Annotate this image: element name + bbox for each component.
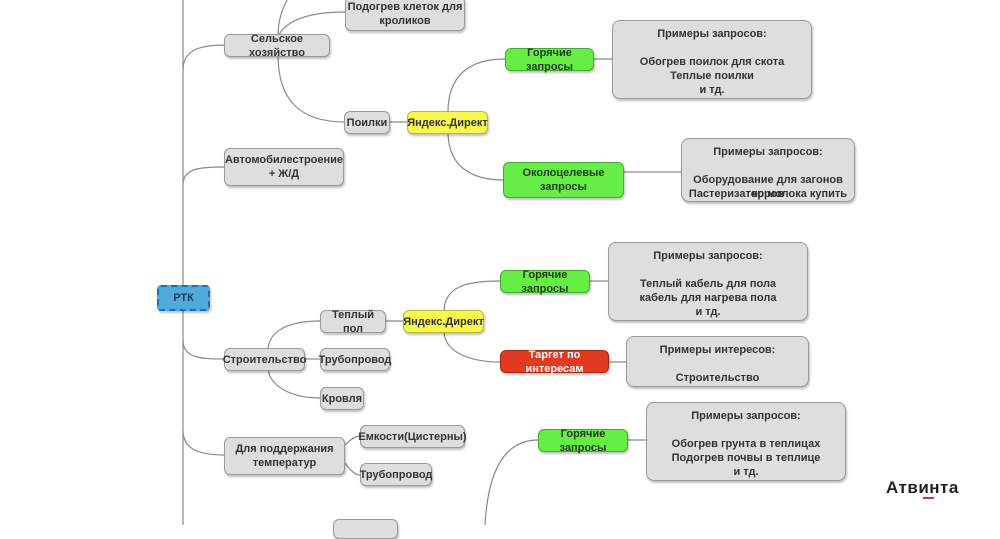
agriculture-node[interactable]: Сельское хозяйство bbox=[224, 32, 330, 59]
target-interests-node[interactable]: Таргет по интересам bbox=[500, 348, 609, 375]
auto-node[interactable]: Автомобилестроение + Ж/Д bbox=[224, 148, 344, 186]
yandex-direct-label-1: Яндекс.Директ bbox=[407, 116, 488, 129]
link-yandex-hot2 bbox=[443, 280, 501, 313]
drinkers-node[interactable]: Поилки bbox=[344, 111, 390, 134]
examples-box-3: Примеры запросов: Теплый кабель для пола… bbox=[608, 242, 808, 321]
target-interests-label: Таргет по интересам bbox=[525, 348, 584, 375]
hot-queries-node-2[interactable]: Горячие запросы bbox=[500, 268, 590, 295]
temperature-line2: температур bbox=[252, 457, 317, 469]
link-yandex-near bbox=[447, 131, 504, 181]
examples-2-item: Пастеризатор молока купить bbox=[688, 188, 848, 200]
link-auto bbox=[182, 166, 226, 186]
link-warm-floor bbox=[267, 320, 321, 352]
examples-4-title: Примеры интересов: bbox=[659, 344, 776, 356]
examples-1-item: Теплые поилки bbox=[670, 70, 754, 82]
partial-node-bottom[interactable] bbox=[333, 519, 398, 539]
link-roof bbox=[267, 366, 321, 399]
link-hot3 bbox=[484, 439, 539, 525]
examples-4-item: Строительство bbox=[675, 372, 760, 384]
link-drinkers bbox=[277, 54, 346, 123]
examples-box-5: Примеры запросов: Обогрев грунта в тепли… bbox=[646, 402, 846, 481]
link-pipeline2 bbox=[344, 462, 361, 476]
hot-queries-label-2: Горячие запросы bbox=[521, 268, 569, 295]
connector-lines bbox=[157, 0, 681, 525]
logo-accent-mark bbox=[923, 497, 934, 499]
link-agri-top bbox=[277, 0, 288, 38]
roof-label: Кровля bbox=[321, 392, 363, 405]
warm-floor-node[interactable]: Теплый пол bbox=[320, 308, 386, 335]
link-temperature bbox=[182, 429, 226, 456]
rabbit-heating-line2: кроликов bbox=[379, 14, 431, 27]
examples-3-item: Теплый кабель для пола bbox=[639, 278, 777, 290]
examples-5-title: Примеры запросов: bbox=[691, 410, 801, 422]
examples-5-item: Подогрев почвы в теплице bbox=[671, 452, 821, 464]
construction-label: Строительство bbox=[222, 353, 307, 366]
pipeline-label: Трубопровод bbox=[318, 353, 392, 366]
examples-1-title: Примеры запросов: bbox=[657, 28, 767, 40]
hot-queries-node-3[interactable]: Горячие запросы bbox=[538, 427, 628, 454]
hot-queries-label-3: Горячие запросы bbox=[559, 427, 607, 454]
roof-node[interactable]: Кровля bbox=[320, 387, 364, 410]
examples-5-item: Обогрев грунта в теплицах bbox=[671, 438, 821, 450]
yandex-direct-node-2[interactable]: Яндекс.Директ bbox=[403, 310, 484, 333]
drinkers-label: Поилки bbox=[346, 116, 388, 129]
auto-line1: Автомобилестроение bbox=[224, 154, 344, 166]
examples-1-item: Обогрев поилок для скота bbox=[639, 56, 785, 68]
examples-3-item: кабель для нагрева пола bbox=[639, 292, 777, 304]
examples-5-item: и тд. bbox=[733, 466, 759, 478]
examples-2-title: Примеры запросов: bbox=[713, 146, 823, 158]
rabbit-heating-line1: Подогрев клеток для bbox=[347, 0, 463, 13]
examples-3-title: Примеры запросов: bbox=[653, 250, 763, 262]
warm-floor-label: Теплый пол bbox=[331, 308, 375, 335]
link-rabbit bbox=[277, 11, 346, 38]
construction-node[interactable]: Строительство bbox=[222, 348, 307, 371]
examples-1-item: и тд. bbox=[699, 84, 725, 96]
examples-box-1: Примеры запросов: Обогрев поилок для ско… bbox=[612, 20, 812, 99]
examples-box-2: Примеры запросов: Оборудование для загон… bbox=[681, 138, 855, 202]
temperature-node[interactable]: Для поддержания температур bbox=[224, 437, 345, 475]
yandex-direct-label-2: Яндекс.Директ bbox=[403, 315, 484, 328]
root-label: РТК bbox=[173, 292, 194, 304]
link-construction bbox=[182, 339, 226, 360]
hot-queries-label-1: Горячие запросы bbox=[526, 46, 573, 73]
examples-box-4: Примеры интересов: Строительство bbox=[626, 336, 809, 387]
temperature-line1: Для поддержания bbox=[235, 443, 334, 455]
atvinta-logo: Атвинта bbox=[886, 478, 959, 497]
pipeline-node[interactable]: Трубопровод bbox=[318, 348, 392, 371]
root-node[interactable]: РТК bbox=[157, 285, 210, 311]
yandex-direct-node-1[interactable]: Яндекс.Директ bbox=[407, 111, 488, 134]
tanks-node[interactable]: Емкости(Цистерны) bbox=[358, 425, 467, 448]
pipeline2-label: Трубопровод bbox=[359, 468, 433, 481]
agriculture-label: Сельское хозяйство bbox=[249, 32, 305, 59]
rabbit-heating-node[interactable]: Подогрев клеток для кроликов bbox=[345, 0, 465, 31]
examples-2-item: Оборудование для загонов коров bbox=[693, 174, 843, 200]
hot-queries-node-1[interactable]: Горячие запросы bbox=[505, 46, 594, 73]
near-target-line2: запросы bbox=[540, 181, 587, 193]
link-agriculture bbox=[182, 44, 226, 71]
near-target-queries-node[interactable]: Околоцелевые запросы bbox=[503, 162, 624, 198]
pipeline2-node[interactable]: Трубопровод bbox=[360, 463, 432, 486]
auto-line2: + Ж/Д bbox=[268, 168, 300, 180]
tanks-label: Емкости(Цистерны) bbox=[358, 430, 467, 443]
link-yandex-target bbox=[443, 330, 501, 363]
link-yandex-hot1 bbox=[447, 58, 506, 113]
near-target-line1: Околоцелевые bbox=[522, 167, 605, 179]
link-tanks bbox=[344, 435, 361, 446]
examples-3-item: и тд. bbox=[695, 306, 721, 318]
